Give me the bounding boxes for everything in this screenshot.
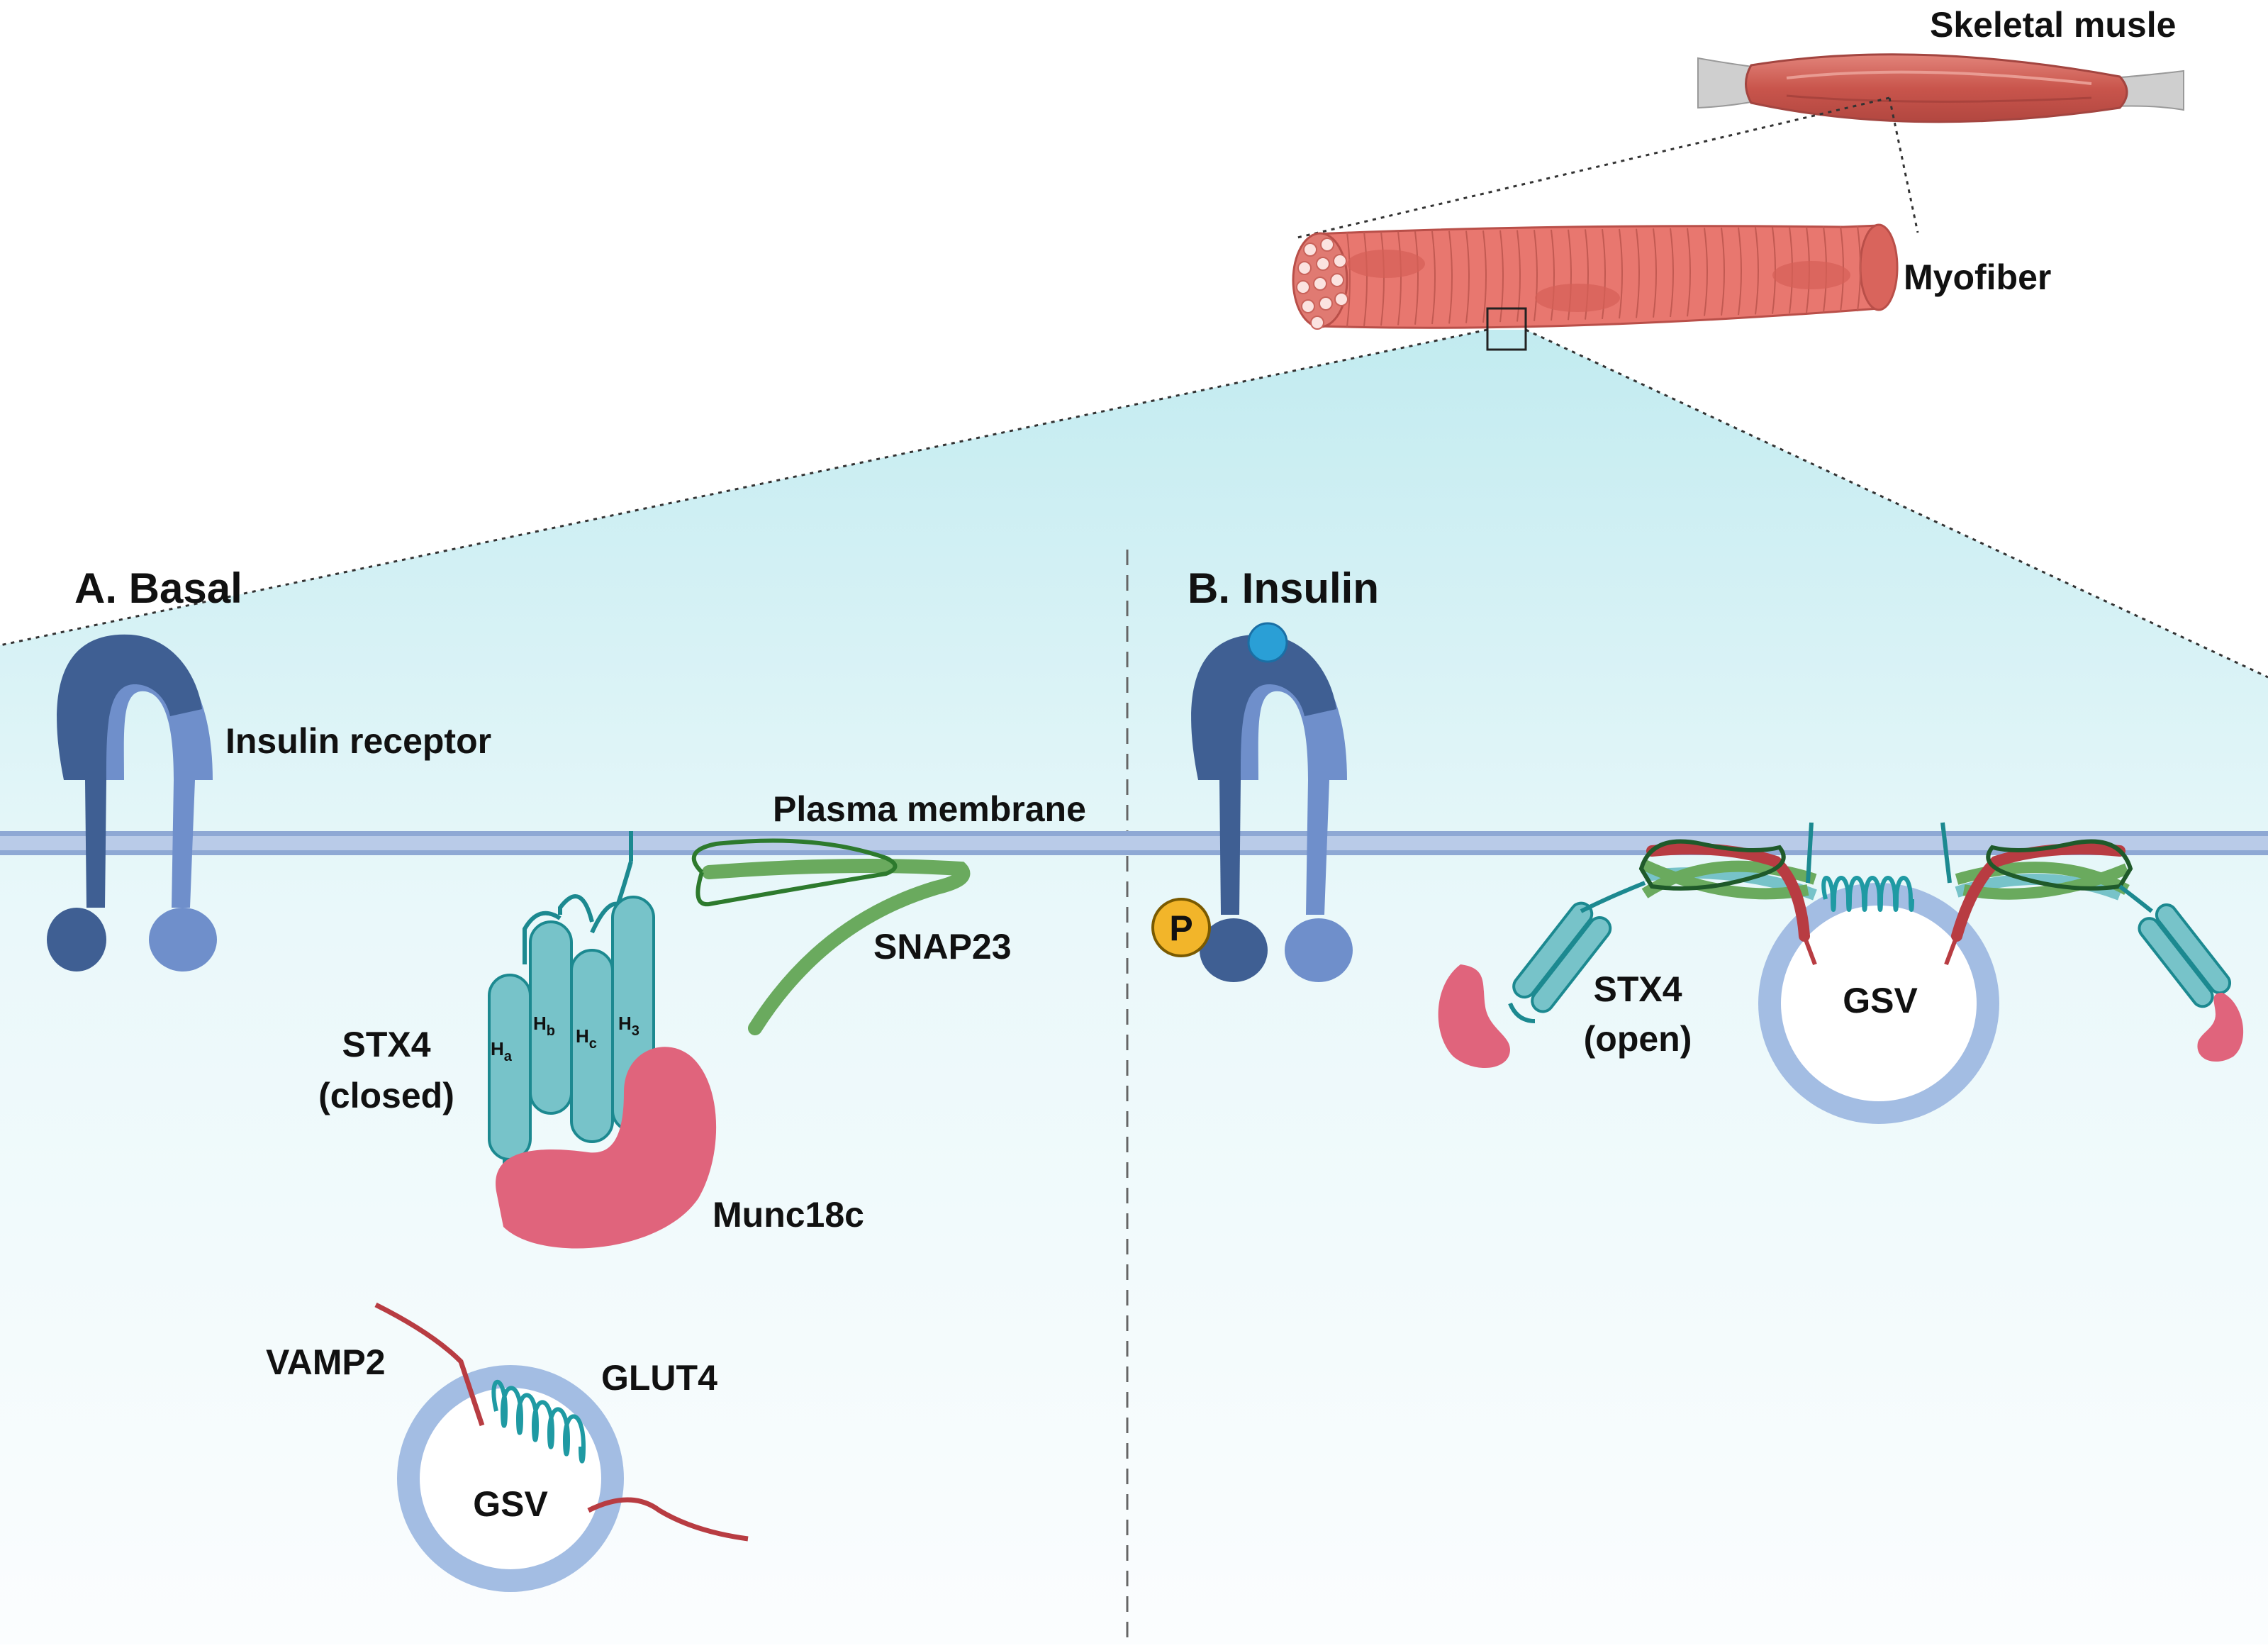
stx4-open-habc-left xyxy=(1508,881,1646,1023)
phospho-label: P xyxy=(1169,908,1192,948)
muscle-zoom-line-1 xyxy=(1297,96,1890,239)
gsv-insulin-label: GSV xyxy=(1843,981,1918,1020)
gsv-basal xyxy=(397,1365,624,1592)
skeletal-muscle-illustration xyxy=(1697,53,2184,123)
panel-a-title: A. Basal xyxy=(74,564,242,612)
snap23-label: SNAP23 xyxy=(873,927,1012,967)
stx4-closed-label-line2: (closed) xyxy=(318,1076,454,1115)
zoom-cone xyxy=(0,330,2268,1644)
stx4-open-label-line2: (open) xyxy=(1584,1019,1692,1059)
glut4-insulin xyxy=(1821,876,1914,912)
zoom-line-right xyxy=(1525,328,2268,679)
myofiber-zoom-box xyxy=(1486,307,1527,351)
insulin-receptor-insulin xyxy=(1191,634,1353,982)
munc18c-label: Munc18c xyxy=(713,1195,864,1235)
zoom-line-left xyxy=(0,328,1488,647)
vamp2-basal-lower xyxy=(587,1497,749,1542)
stx4-open-habc-right xyxy=(2118,884,2232,1008)
snare-complex-right xyxy=(1940,822,2133,966)
helix-h3-label: H3 xyxy=(618,1013,639,1039)
stx4-closed-label-line1: STX4 xyxy=(342,1025,430,1064)
munc18c-insulin-left xyxy=(1438,964,1510,1069)
stx4-closed xyxy=(488,831,655,1220)
plasma-membrane xyxy=(0,831,2268,855)
helix-hb-label: Hb xyxy=(533,1013,555,1039)
glut4-basal xyxy=(491,1379,586,1464)
gsv-insulin xyxy=(1758,883,1999,1124)
helix-hc-label: Hc xyxy=(576,1025,597,1052)
plasma-membrane-label: Plasma membrane xyxy=(773,789,1086,829)
helix-ha-label: Ha xyxy=(491,1038,513,1064)
vamp2-label: VAMP2 xyxy=(266,1342,386,1382)
myofiber-label: Myofiber xyxy=(1904,257,2051,297)
muscle-zoom-line-2 xyxy=(1888,97,1919,233)
vamp2-basal-upper xyxy=(374,1302,485,1427)
insulin-receptor-basal xyxy=(47,634,217,971)
gsv-basal-label: GSV xyxy=(473,1484,548,1524)
stx4-open-label-line1: STX4 xyxy=(1593,969,1682,1009)
munc18c-basal xyxy=(496,1047,717,1249)
phospho-badge xyxy=(1151,898,1211,957)
skeletal-muscle-label: Skeletal musle xyxy=(1930,5,2176,45)
glut4-label: GLUT4 xyxy=(601,1358,717,1398)
munc18c-insulin-right xyxy=(2197,993,2244,1062)
insulin-receptor-label: Insulin receptor xyxy=(225,721,491,761)
insulin-ligand xyxy=(1247,622,1288,663)
snap23-basal xyxy=(691,838,971,1035)
panel-b-title: B. Insulin xyxy=(1188,564,1379,612)
snare-complex-left xyxy=(1638,822,1817,966)
myofiber-illustration xyxy=(1292,223,1899,330)
